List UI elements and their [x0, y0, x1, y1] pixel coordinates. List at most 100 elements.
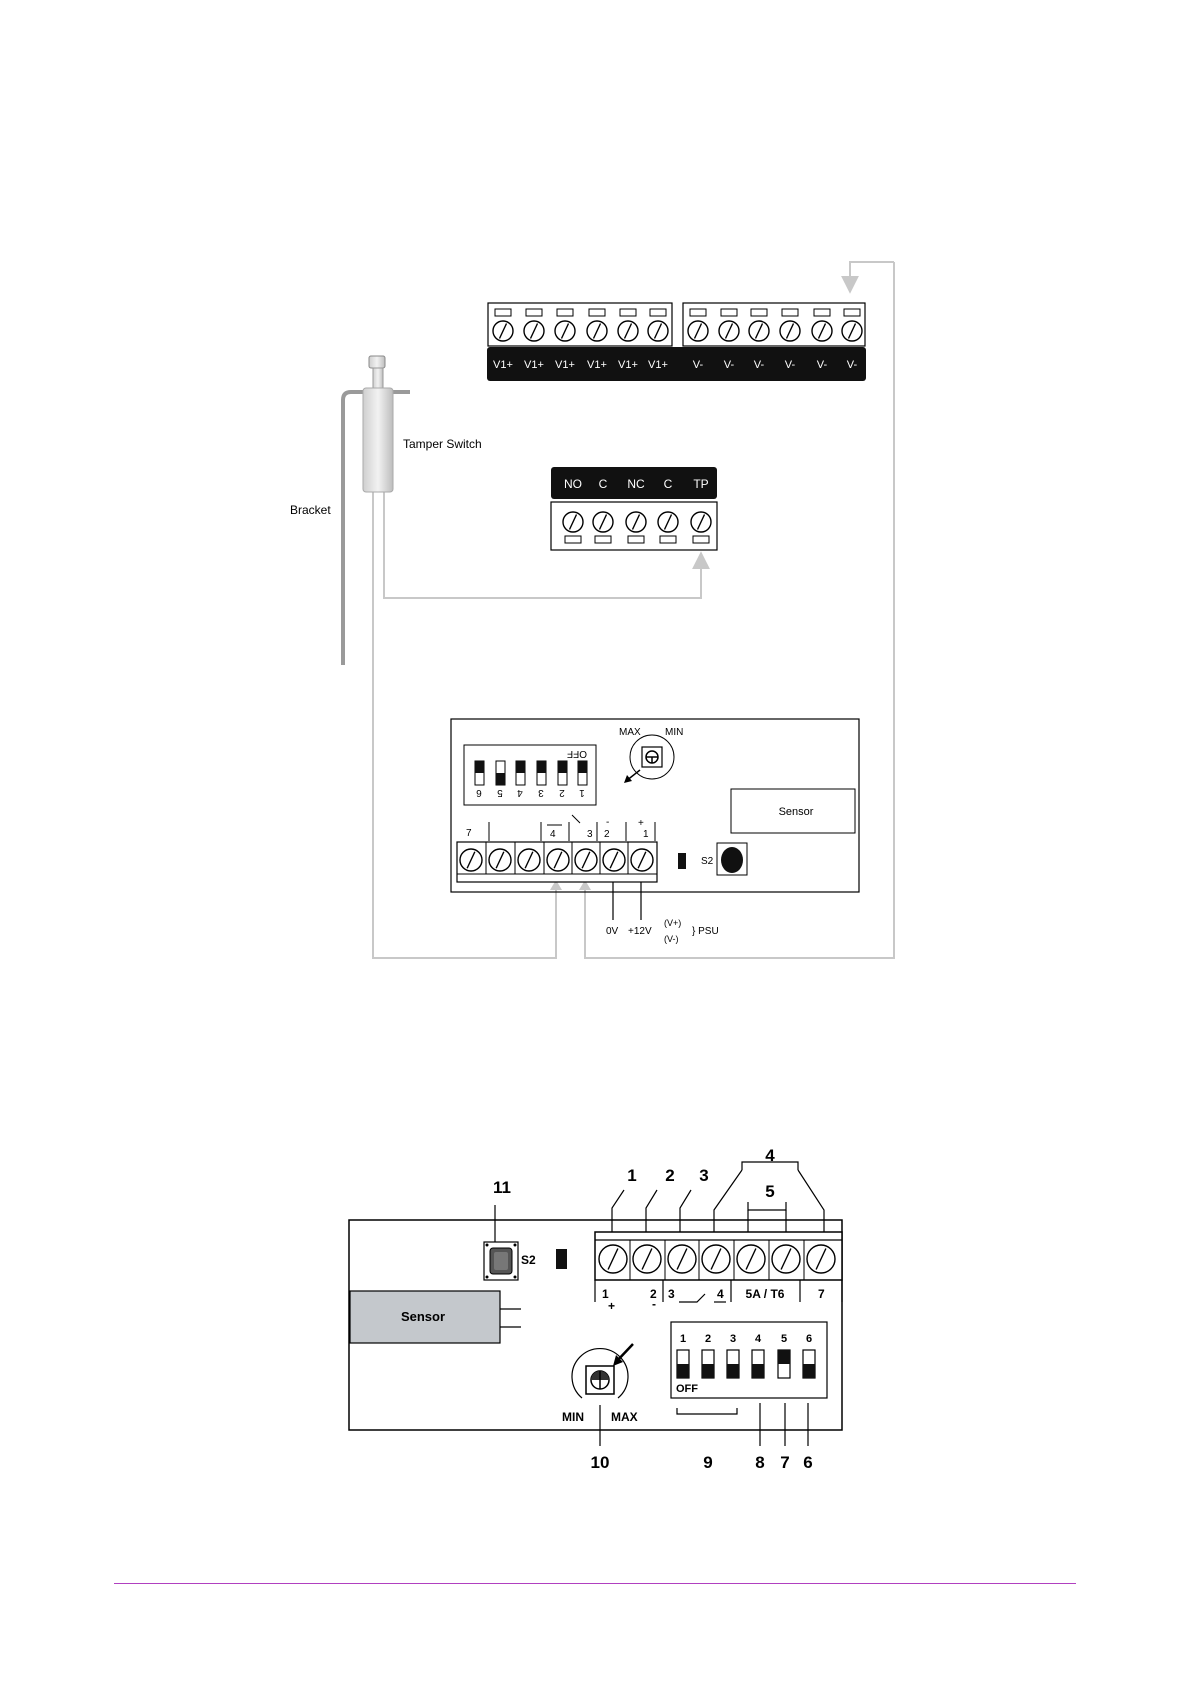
- board-top: OFF 654321 MAX MIN Sensor S2: [451, 719, 859, 944]
- dip-switch-lever: [558, 761, 567, 773]
- v-plus-label: V1+: [493, 359, 513, 371]
- pot-min-label: MIN: [665, 727, 683, 738]
- relay-terminal-label: NO: [564, 477, 582, 491]
- terminal-1-label: 1: [643, 829, 649, 840]
- terminal-plus-label-bottom: +: [608, 1299, 615, 1313]
- screw-terminal-v-plus: [648, 321, 668, 341]
- screw-terminal-relay: [593, 512, 613, 532]
- terminal-minus-label-bottom: -: [652, 1297, 656, 1311]
- relay-terminal-label: C: [664, 477, 673, 491]
- terminal-slot: [650, 309, 666, 316]
- callout-number: 3: [699, 1166, 708, 1185]
- screw-terminal-v-plus: [618, 321, 638, 341]
- relay-terminal-block: NOCNCCTP: [551, 467, 717, 550]
- screw-terminal-relay: [691, 512, 711, 532]
- v-minus-label: V-: [785, 359, 796, 371]
- terminal-plus-label: +: [638, 818, 644, 829]
- bracket-label: Bracket: [290, 503, 331, 517]
- v-minus-label: V-: [847, 359, 858, 371]
- screw-terminal-v-minus: [688, 321, 708, 341]
- terminal-slot: [690, 309, 706, 316]
- screw-terminal-board: [575, 849, 597, 871]
- callout-number: 10: [591, 1453, 610, 1472]
- pot-min-label-bottom: MIN: [562, 1410, 584, 1424]
- dip-number-bottom: 4: [755, 1333, 762, 1345]
- v-minus-block: [683, 303, 865, 346]
- dip-off-label-bottom: OFF: [676, 1383, 698, 1395]
- dip-switch-lever-bottom: [727, 1364, 739, 1378]
- dip-number: 5: [497, 787, 503, 798]
- dip-off-label: OFF: [567, 748, 587, 759]
- screw-terminal-bottom: [807, 1245, 835, 1273]
- v-plus-label: V1+: [587, 359, 607, 371]
- dip-switch-lever-bottom: [702, 1364, 714, 1378]
- terminal-7-label-bottom: 7: [818, 1287, 825, 1301]
- screw-terminal-v-minus: [812, 321, 832, 341]
- v-plus-label: V1+: [524, 359, 544, 371]
- v-plus-block: [488, 303, 672, 346]
- screw-terminal-board: [460, 849, 482, 871]
- footer-rule: [114, 1583, 1076, 1584]
- terminal-minus-label: -: [606, 817, 609, 828]
- dip-number-bottom: 1: [680, 1333, 686, 1345]
- pot-max-label-bottom: MAX: [611, 1410, 638, 1424]
- power-terminal-strip: V1+V1+V1+V1+V1+V1+V-V-V-V-V-V-: [487, 303, 866, 381]
- screw-terminal-bottom: [668, 1245, 696, 1273]
- board-terminal-header: [489, 815, 655, 841]
- callout-number: 2: [665, 1166, 674, 1185]
- psu-v-plus-label: (V+): [664, 918, 681, 928]
- dip-switch-lever: [475, 761, 484, 773]
- terminal-slot: [693, 536, 709, 543]
- screw-terminal-v-plus: [524, 321, 544, 341]
- terminal-slot: [565, 536, 581, 543]
- v-minus-label: V-: [724, 359, 735, 371]
- wire-v-minus-arrow: [850, 262, 894, 292]
- callout-number: 9: [703, 1453, 712, 1472]
- screw-terminal-bottom: [599, 1245, 627, 1273]
- psu-0v-label: 0V: [606, 926, 619, 937]
- terminal-slot: [660, 536, 676, 543]
- psu-12v-label: +12V: [628, 926, 652, 937]
- dip-switch-lever: [578, 761, 587, 773]
- s2-button-group: [484, 1242, 518, 1280]
- terminal-slot: [495, 309, 511, 316]
- sensor-label: Sensor: [779, 806, 814, 818]
- screw-terminal-board: [547, 849, 569, 871]
- s2-label: S2: [701, 856, 714, 867]
- screw-terminal-relay: [563, 512, 583, 532]
- v-plus-label: V1+: [618, 359, 638, 371]
- dip-switch-lever-bottom: [752, 1364, 764, 1378]
- psu-label: } PSU: [692, 926, 719, 937]
- s2-button[interactable]: [721, 847, 743, 873]
- screw-terminal-bottom: [772, 1245, 800, 1273]
- terminal-slot: [782, 309, 798, 316]
- led-indicator: [678, 853, 686, 869]
- callout-leaders: [495, 1162, 824, 1446]
- dip-switch-lever: [516, 761, 525, 773]
- screw-terminal-bottom: [633, 1245, 661, 1273]
- v-plus-label: V1+: [648, 359, 668, 371]
- screw-terminal-board: [631, 849, 653, 871]
- terminal-slot: [526, 309, 542, 316]
- pot-max-label: MAX: [619, 727, 641, 738]
- terminal-4-label: 4: [550, 829, 556, 840]
- psu-v-minus-label: (V-): [664, 934, 679, 944]
- tamper-switch-label: Tamper Switch: [403, 437, 482, 451]
- terminal-7-label: 7: [466, 828, 472, 839]
- callout-number: 7: [780, 1453, 789, 1472]
- v-minus-label: V-: [693, 359, 704, 371]
- v-minus-label: V-: [754, 359, 765, 371]
- terminal-slot: [628, 536, 644, 543]
- terminal-slot: [557, 309, 573, 316]
- s2-label-bottom: S2: [521, 1253, 536, 1267]
- dip-number: 4: [517, 787, 523, 798]
- relay-terminal-label: TP: [693, 477, 708, 491]
- screw-terminal-v-plus: [587, 321, 607, 341]
- terminal-slot: [595, 536, 611, 543]
- screw-terminal-board: [489, 849, 511, 871]
- screw-terminal-bottom: [737, 1245, 765, 1273]
- dip-switch-lever-bottom: [778, 1350, 790, 1364]
- led-indicator-bottom: [556, 1249, 567, 1269]
- terminal-4-label-bottom: 4: [717, 1287, 724, 1301]
